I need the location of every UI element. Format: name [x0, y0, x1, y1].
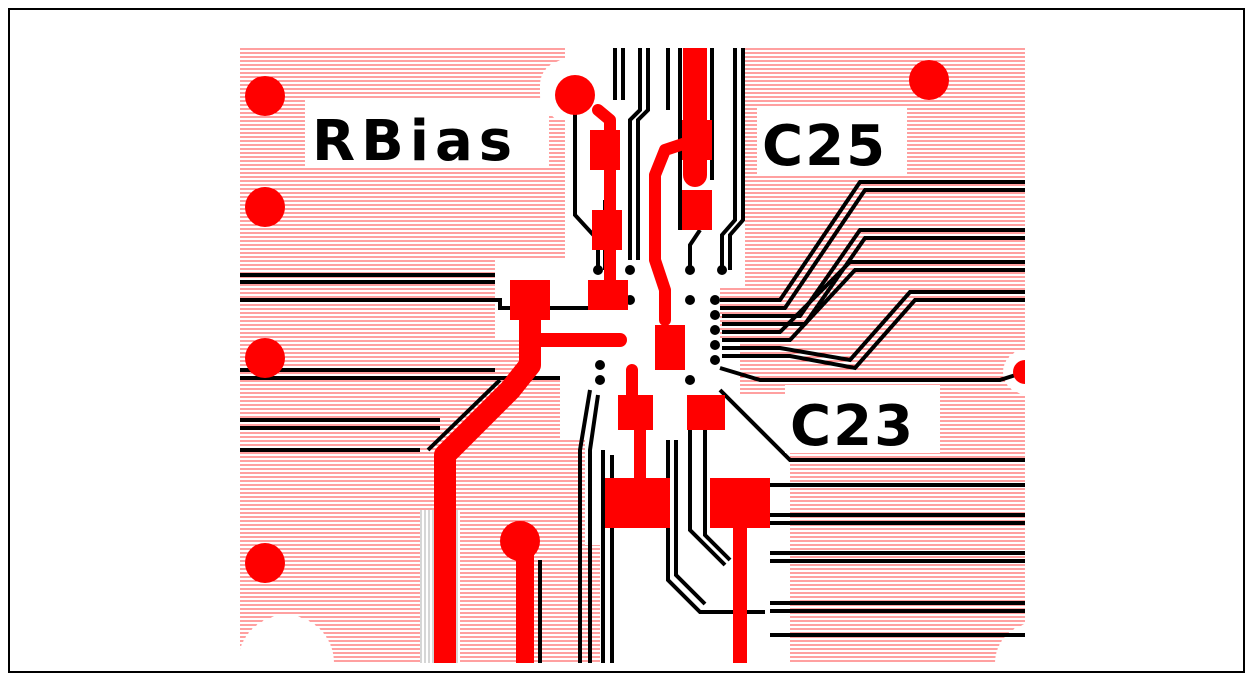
label-c25: C25: [762, 114, 887, 179]
label-c25-bg: [757, 108, 907, 174]
label-c23-bg: [785, 385, 940, 453]
right-fanout-traces: [718, 180, 1025, 637]
silkscreen-labels: RBias C25 C23: [305, 100, 940, 459]
label-c23: C23: [790, 394, 915, 459]
label-rbias-bg: [305, 100, 549, 168]
via-dots: [593, 265, 727, 385]
left-bus-traces: [240, 273, 590, 452]
label-rbias: RBias: [312, 109, 518, 174]
mounting-holes: [245, 60, 1025, 583]
smd-pads: [510, 120, 770, 528]
